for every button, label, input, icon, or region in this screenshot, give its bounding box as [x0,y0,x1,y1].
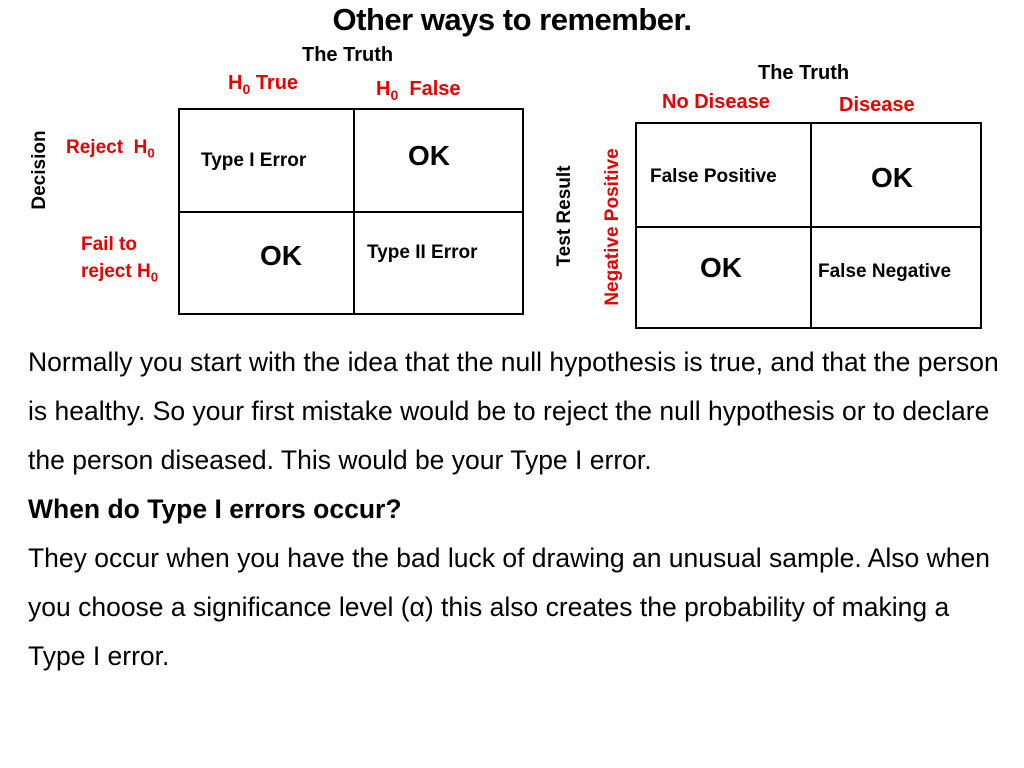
false-negative-cell: False Negative [818,261,952,282]
truth-header-left: The Truth [302,44,394,66]
truth-header-right: The Truth [758,62,850,84]
reject-h0-label: Reject H0 [66,137,155,161]
negative-positive-label: Negative Positive [602,148,623,306]
h0-false-label: H0 False [376,78,461,103]
decision-axis-label: Decision [29,130,50,210]
grid-divider [635,226,982,228]
question-heading: When do Type I errors occur? [28,494,402,524]
page-title: Other ways to remember. [332,2,692,37]
disease-label: Disease [839,94,915,116]
explanation-text: Normally you start with the idea that th… [28,338,1003,681]
ok-cell: OK [408,140,450,171]
medical-test-grid [635,122,982,329]
type-i-error-cell: Type I Error [201,150,307,171]
ok-cell: OK [700,252,742,283]
type-ii-error-cell: Type II Error [367,242,478,263]
no-disease-label: No Disease [662,91,770,113]
paragraph: Normally you start with the idea that th… [28,347,999,475]
grid-divider [810,122,812,329]
ok-cell: OK [871,162,913,193]
fail-to-reject-h0-label: Fail to reject H0 [81,234,159,285]
false-positive-cell: False Positive [650,166,777,187]
h0-true-label: H0 True [228,72,299,97]
grid-divider [178,211,524,213]
test-result-axis-label: Test Result [554,165,575,267]
ok-cell: OK [260,240,302,271]
paragraph: They occur when you have the bad luck of… [28,543,990,671]
